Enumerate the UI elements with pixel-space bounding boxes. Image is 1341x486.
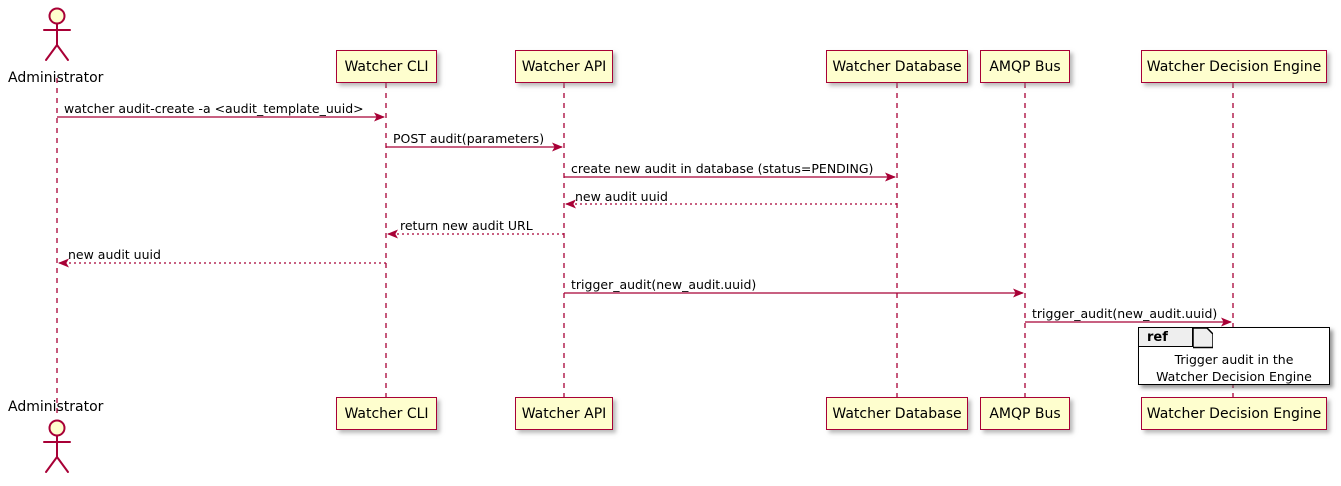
participant-db-bottom[interactable]: Watcher Database [826,397,968,430]
message-label-2: create new audit in database (status=PEN… [571,161,874,176]
actor-figure-top [43,7,71,61]
message-label-1: POST audit(parameters) [393,131,545,146]
participant-label: Watcher CLI [344,58,429,75]
participant-label: Watcher API [521,58,607,75]
participant-label: Watcher API [521,405,607,422]
lifelines-group [56,78,1234,417]
participant-label: Watcher Database [832,405,962,422]
participant-label: Watcher Database [832,58,962,75]
message-label-4: return new audit URL [400,218,533,233]
participant-label: Watcher Decision Engine [1146,405,1322,422]
participant-api-top[interactable]: Watcher API [515,50,613,83]
participant-api-bottom[interactable]: Watcher API [515,397,613,430]
participant-cli-top[interactable]: Watcher CLI [336,50,437,83]
participant-amqp-bottom[interactable]: AMQP Bus [980,397,1070,430]
participant-engine-top[interactable]: Watcher Decision Engine [1141,50,1327,83]
actor-figures-group [43,7,71,473]
participant-db-top[interactable]: Watcher Database [826,50,968,83]
ref-fragment: ref Trigger audit in the Watcher Decisio… [1138,327,1330,385]
message-label-3: new audit uuid [575,189,668,204]
message-label-7: trigger_audit(new_audit.uuid) [1032,306,1218,321]
message-label-5: new audit uuid [68,247,161,262]
actor-figure-bottom [43,419,71,473]
ref-fragment-notch-icon [1193,328,1213,349]
ref-fragment-body-text: Trigger audit in the Watcher Decision En… [1156,352,1312,384]
ref-fragment-tab-label: ref [1139,328,1193,347]
participant-engine-bottom[interactable]: Watcher Decision Engine [1141,397,1327,430]
participant-label: Watcher Decision Engine [1146,58,1322,75]
participant-label: AMQP Bus [989,58,1061,75]
message-label-6: trigger_audit(new_audit.uuid) [571,277,757,292]
participant-label: AMQP Bus [989,405,1061,422]
participant-cli-bottom[interactable]: Watcher CLI [336,397,437,430]
message-arrows-group [57,112,1232,327]
actor-label-top: Administrator [8,70,104,86]
actor-label-bottom: Administrator [8,399,104,415]
participant-amqp-top[interactable]: AMQP Bus [980,50,1070,83]
participant-label: Watcher CLI [344,405,429,422]
message-label-0: watcher audit-create -a <audit_template_… [64,101,364,116]
